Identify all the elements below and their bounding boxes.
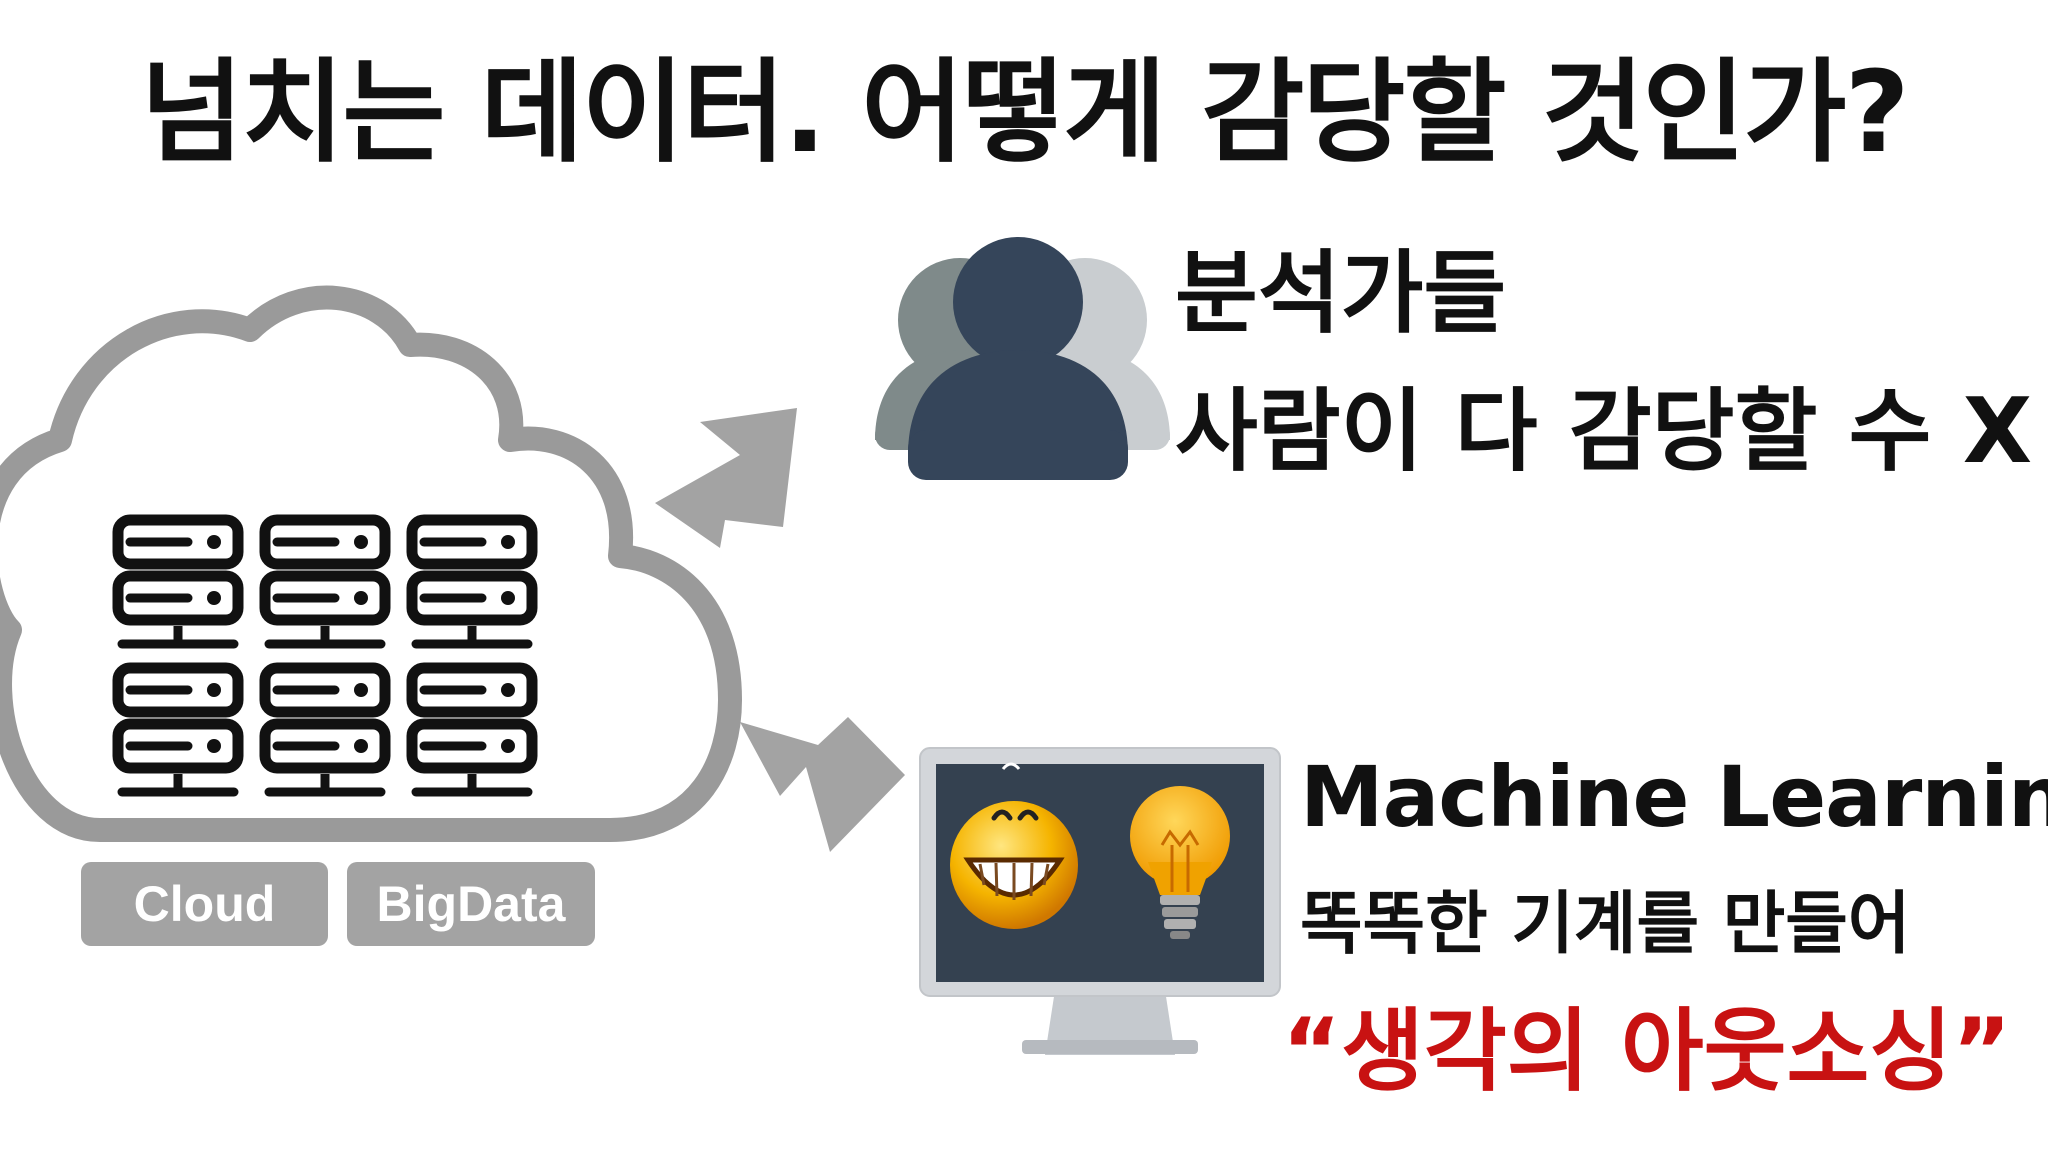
analysts-heading: 분석가들 [1175, 241, 1507, 346]
arrow-icon [655, 408, 797, 548]
outsourcing-quote: “생각의 아웃소싱” [1282, 999, 2012, 1104]
page-title: 넘치는 데이터. 어떻게 감당할 것인가? [140, 48, 1909, 178]
analysts-statement: 사람이 다 감당할 수 X [1175, 379, 2033, 484]
smiley-icon [950, 762, 1078, 929]
machine-subtitle: 똑똑한 기계를 만들어 [1300, 885, 1911, 964]
cloud-tag: Cloud [81, 862, 328, 946]
arrow-icon [740, 717, 905, 852]
machine-learning-heading: Machine Learning [1300, 748, 2048, 846]
people-icon [875, 237, 1170, 480]
lightbulb-icon [1130, 786, 1230, 939]
bigdata-tag: BigData [347, 862, 595, 946]
